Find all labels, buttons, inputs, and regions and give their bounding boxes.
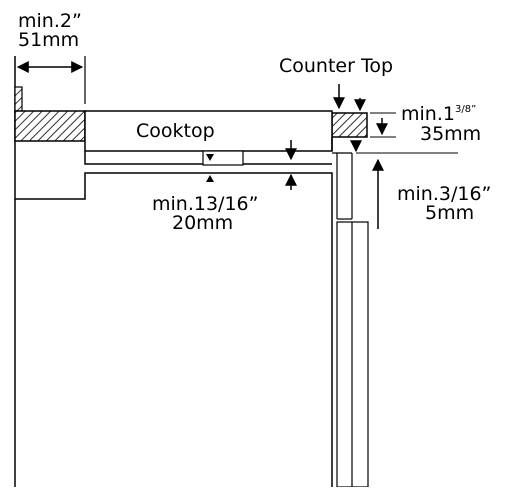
cooktop-gap-label-metric: 20mm [172,212,233,234]
cooktop-label: Cooktop [136,120,215,142]
counter-thickness-label-imperial: min.13/8” [401,103,476,125]
cooktop-gap-label-imperial: min.13/16” [152,193,258,215]
counter-top-label: Counter Top [279,55,393,77]
right-counter-top [331,112,368,138]
burner-down-arrow [206,154,214,161]
lower-cabinet [15,172,333,487]
left-counter-top [14,110,86,142]
side-clearance-label-metric: 51mm [18,29,79,51]
side-clearance-label-imperial: min.2” [18,10,82,32]
right-door-panel [332,152,369,488]
cooktop-gap-dimension [206,140,297,190]
front-gap-dimension [350,140,458,229]
front-gap-label-imperial: min.3/16” [397,183,491,205]
counter-thickness-label-metric: 35mm [420,123,481,145]
front-gap-label-metric: 5mm [425,202,474,224]
side-clearance-dimension [16,56,86,104]
counter-top-arrows [333,84,396,138]
